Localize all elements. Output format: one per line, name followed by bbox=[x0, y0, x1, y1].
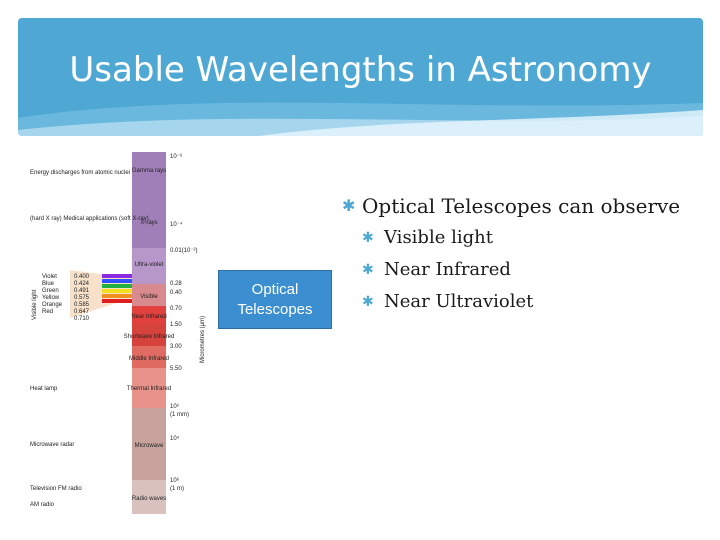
bullet-list: ✱ Optical Telescopes can observe ✱ Visib… bbox=[342, 190, 712, 318]
svg-text:Gamma rays: Gamma rays bbox=[132, 168, 166, 174]
svg-text:Visible: Visible bbox=[140, 294, 158, 300]
svg-text:Shortwave Infrared: Shortwave Infrared bbox=[124, 334, 175, 340]
svg-text:(1 mm): (1 mm) bbox=[170, 412, 189, 418]
svg-text:Microwave radar: Microwave radar bbox=[30, 442, 74, 448]
optical-telescopes-label: Optical Telescopes bbox=[237, 281, 313, 318]
svg-text:0.01(10⁻²): 0.01(10⁻²) bbox=[170, 248, 198, 254]
svg-text:Middle Infrared: Middle Infrared bbox=[129, 356, 169, 362]
sub-bullet: ✱ Near Ultraviolet bbox=[342, 286, 712, 318]
svg-text:10⁻⁴: 10⁻⁴ bbox=[170, 221, 183, 228]
sub-bullet-text: Near Ultraviolet bbox=[384, 291, 534, 312]
axis-label: Micrometres (µm) bbox=[200, 316, 206, 363]
svg-text:Blue: Blue bbox=[42, 281, 55, 287]
banner-swoosh bbox=[18, 102, 703, 136]
sub-bullet-text: Near Infrared bbox=[384, 259, 511, 280]
asterisk-bullet-icon: ✱ bbox=[342, 196, 356, 215]
svg-text:10⁶: 10⁶ bbox=[170, 477, 180, 484]
svg-text:Thermal Infrared: Thermal Infrared bbox=[127, 386, 171, 392]
svg-text:(hard X ray) Medical applicati: (hard X ray) Medical applications (soft … bbox=[30, 216, 149, 222]
svg-text:10³: 10³ bbox=[170, 404, 179, 410]
svg-text:5.50: 5.50 bbox=[170, 366, 182, 372]
svg-text:Radio waves: Radio waves bbox=[132, 496, 166, 502]
source-labels: Energy discharges from atomic nuclei (ha… bbox=[30, 170, 149, 508]
svg-text:3.00: 3.00 bbox=[170, 344, 182, 350]
asterisk-bullet-icon: ✱ bbox=[362, 230, 374, 246]
title-banner: Usable Wavelengths in Astronomy bbox=[18, 18, 703, 136]
svg-text:Yellow: Yellow bbox=[42, 295, 60, 301]
svg-text:AM radio: AM radio bbox=[30, 502, 55, 508]
band-near-ir bbox=[132, 306, 166, 324]
svg-text:Energy discharges from atomic: Energy discharges from atomic nuclei bbox=[30, 170, 130, 176]
svg-text:(1 m): (1 m) bbox=[170, 486, 184, 492]
svg-text:0.585: 0.585 bbox=[74, 302, 90, 308]
svg-text:Green: Green bbox=[42, 288, 59, 294]
svg-text:Microwave: Microwave bbox=[135, 443, 164, 449]
band-visible bbox=[132, 284, 166, 306]
visible-values: 0.400 0.424 0.491 0.575 0.585 0.647 0.71… bbox=[74, 274, 90, 322]
main-bullet-text: Optical Telescopes can observe bbox=[362, 194, 681, 218]
sub-bullet: ✱ Visible light bbox=[342, 222, 712, 254]
svg-text:0.40: 0.40 bbox=[170, 290, 182, 296]
band-radio bbox=[132, 480, 166, 514]
svg-text:Red: Red bbox=[42, 309, 53, 315]
svg-text:0.70: 0.70 bbox=[170, 306, 182, 312]
svg-text:Ultra-violet: Ultra-violet bbox=[135, 262, 164, 268]
svg-text:0.400: 0.400 bbox=[74, 274, 90, 280]
svg-text:Heat lamp: Heat lamp bbox=[30, 386, 58, 392]
svg-text:0.575: 0.575 bbox=[74, 295, 90, 301]
band-uv bbox=[132, 248, 166, 284]
svg-text:0.491: 0.491 bbox=[74, 288, 90, 294]
sub-bullet: ✱ Near Infrared bbox=[342, 254, 712, 286]
scale-values: 10⁻⁶ 10⁻⁴ 0.01(10⁻²) 0.28 0.40 0.70 1.50… bbox=[170, 153, 198, 492]
svg-text:Orange: Orange bbox=[42, 302, 63, 308]
optical-telescopes-box: Optical Telescopes bbox=[218, 270, 332, 329]
band-middle-ir bbox=[132, 346, 166, 368]
svg-text:X-rays: X-rays bbox=[140, 220, 157, 226]
band-shortwave-ir bbox=[132, 324, 166, 346]
asterisk-bullet-icon: ✱ bbox=[362, 294, 374, 310]
band-microwave bbox=[132, 408, 166, 480]
band-thermal-ir bbox=[132, 368, 166, 408]
svg-text:10⁻⁶: 10⁻⁶ bbox=[170, 153, 183, 160]
svg-text:Violet: Violet bbox=[42, 274, 57, 280]
svg-text:10⁴: 10⁴ bbox=[170, 435, 180, 442]
svg-text:Visible light: Visible light bbox=[32, 289, 38, 320]
band-gamma bbox=[132, 152, 166, 198]
sub-bullet-text: Visible light bbox=[384, 227, 493, 248]
svg-text:Near Infrared: Near Infrared bbox=[131, 314, 166, 320]
band-labels: Gamma rays X-rays Ultra-violet Visible N… bbox=[124, 168, 175, 502]
svg-text:0.710: 0.710 bbox=[74, 316, 90, 322]
rainbow-strip bbox=[102, 274, 132, 303]
band-xray bbox=[132, 198, 166, 248]
main-bullet: ✱ Optical Telescopes can observe bbox=[342, 190, 712, 222]
svg-text:0.28: 0.28 bbox=[170, 281, 182, 287]
asterisk-bullet-icon: ✱ bbox=[362, 262, 374, 278]
spectrum-chart: Gamma rays X-rays Ultra-violet Visible N… bbox=[28, 148, 218, 518]
svg-text:0.424: 0.424 bbox=[74, 281, 90, 287]
svg-text:Television FM radio: Television FM radio bbox=[30, 486, 82, 492]
slide-title: Usable Wavelengths in Astronomy bbox=[69, 50, 652, 90]
svg-text:0.647: 0.647 bbox=[74, 309, 90, 315]
svg-text:1.50: 1.50 bbox=[170, 322, 182, 328]
spectrum-bands bbox=[132, 152, 166, 514]
